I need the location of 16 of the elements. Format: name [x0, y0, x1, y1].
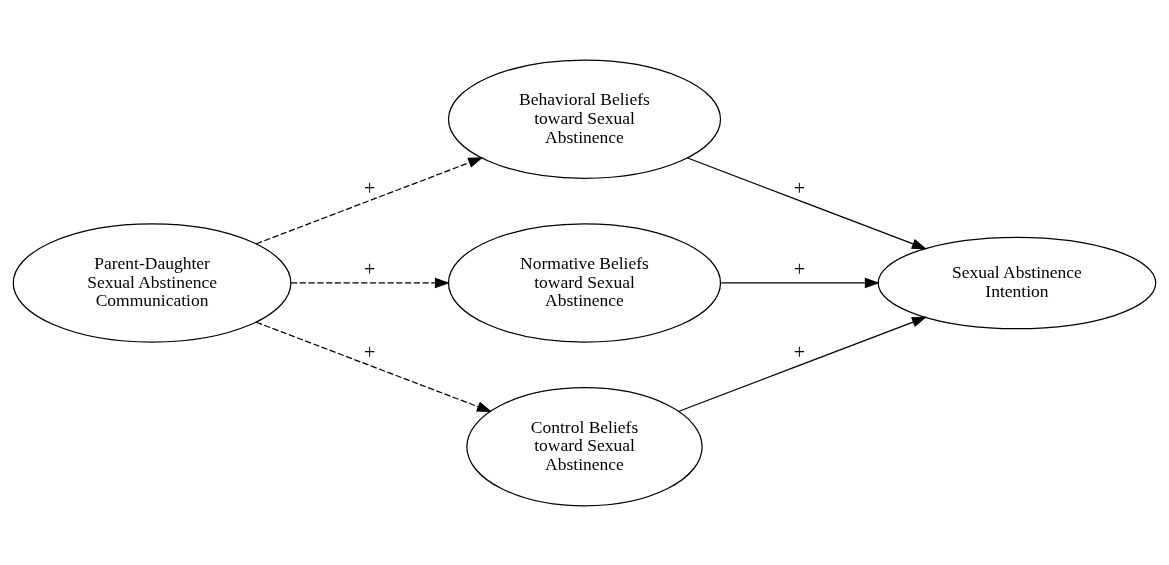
node-ellipse: Control Beliefs toward Sexual Abstinence: [466, 386, 703, 506]
arrow: [720, 277, 880, 288]
edge-label: +: [793, 257, 806, 280]
edge-label: +: [793, 340, 806, 363]
edge-label: +: [363, 257, 376, 280]
node-ellipse: Normative Beliefs toward Sexual Abstinence: [447, 222, 722, 343]
arrow: [255, 156, 484, 244]
arrow: [255, 321, 493, 412]
node-ellipse: Parent-Daughter Sexual Abstinence Communication: [12, 222, 292, 343]
arrow: [687, 156, 927, 249]
edge-label: +: [363, 176, 376, 199]
edge-label: +: [793, 176, 806, 199]
edge-label: +: [363, 340, 376, 363]
arrow: [290, 277, 450, 288]
arrow: [678, 316, 927, 412]
node-ellipse: Behavioral Beliefs toward Sexual Abstinence: [447, 59, 722, 179]
